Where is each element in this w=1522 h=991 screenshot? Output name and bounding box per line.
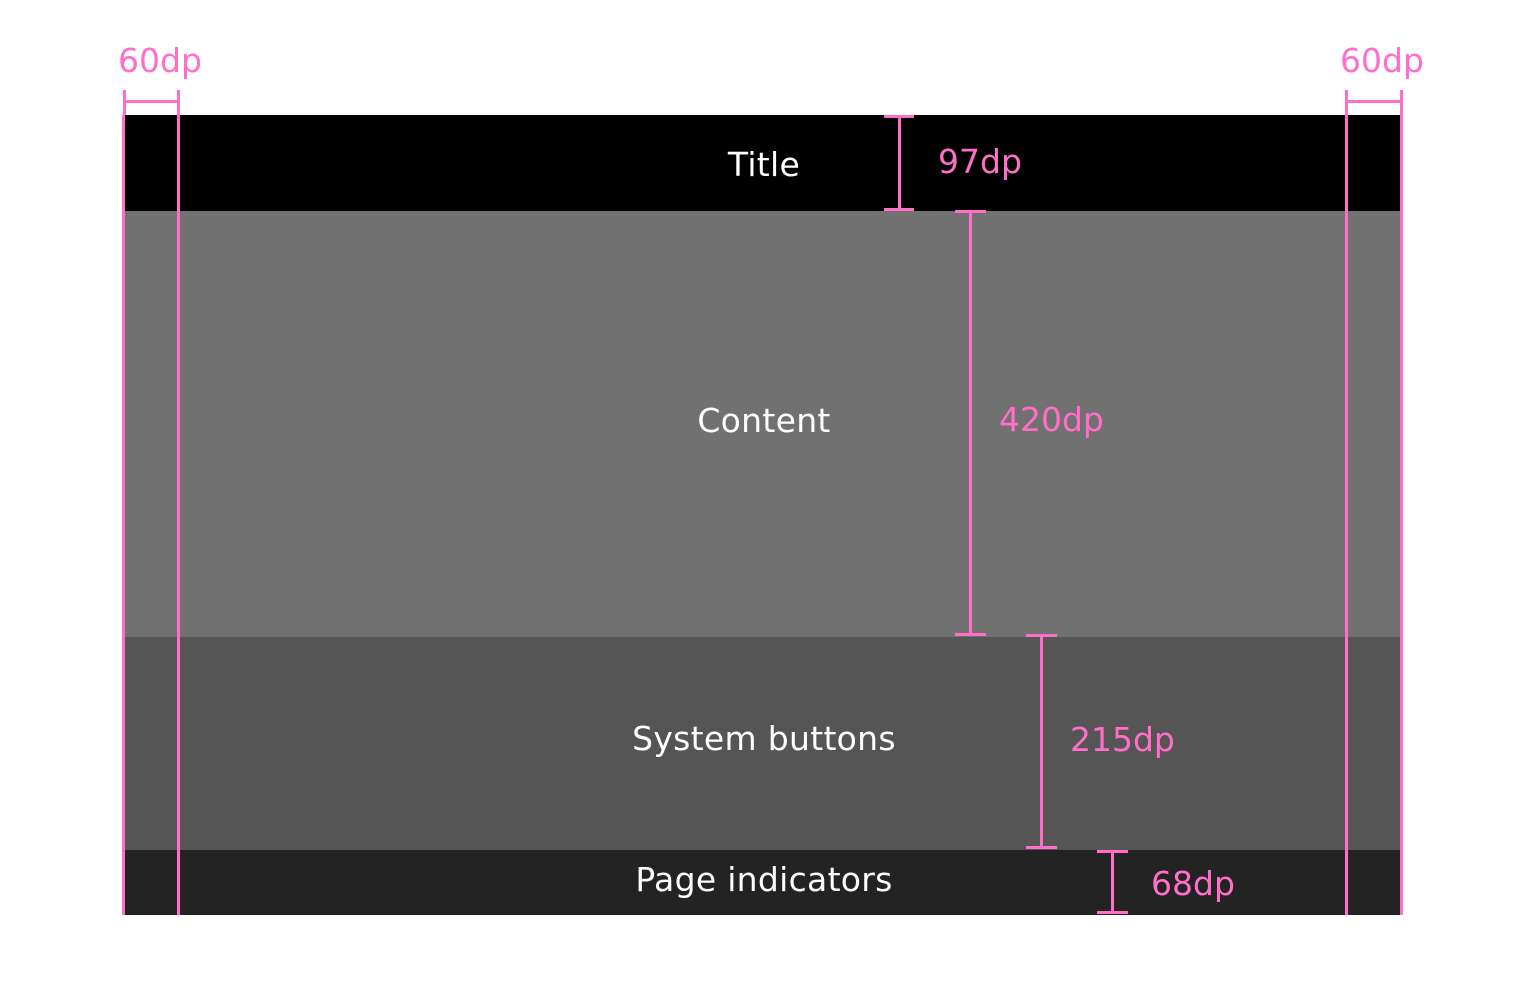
- right-margin-bracket-line: [1345, 100, 1403, 103]
- left-inner-guide-line: [177, 115, 180, 915]
- page-indicators-height-line: [1111, 850, 1114, 913]
- system-buttons-height-line: [1040, 634, 1043, 849]
- title-height-cap-bottom: [884, 208, 914, 211]
- page-indicators-band: Page indicators: [123, 850, 1403, 915]
- system-buttons-height-label: 215dp: [1070, 720, 1175, 759]
- title-band-label: Title: [727, 144, 801, 184]
- content-height-label: 420dp: [999, 400, 1104, 439]
- title-height-line: [898, 115, 901, 211]
- system-buttons-band-label: System buttons: [632, 719, 896, 758]
- left-margin-label: 60dp: [118, 41, 202, 80]
- title-height-label: 97dp: [938, 142, 1022, 181]
- system-buttons-band: System buttons: [123, 637, 1403, 850]
- system-buttons-height-cap-bottom: [1026, 846, 1057, 849]
- left-margin-bracket-line: [123, 100, 180, 103]
- content-band: Content: [123, 211, 1403, 637]
- page-indicators-band-label: Page indicators: [635, 860, 893, 899]
- page-indicators-height-cap-bottom: [1097, 911, 1128, 914]
- left-outer-guide-line: [122, 115, 125, 915]
- title-band: Title: [123, 115, 1403, 211]
- page-indicators-height-label: 68dp: [1151, 864, 1235, 903]
- content-height-cap-bottom: [955, 633, 986, 636]
- content-height-line: [969, 210, 972, 635]
- right-inner-guide-line: [1345, 115, 1348, 915]
- right-margin-label: 60dp: [1340, 41, 1424, 80]
- content-band-label: Content: [697, 400, 831, 440]
- right-outer-guide-line: [1400, 115, 1403, 915]
